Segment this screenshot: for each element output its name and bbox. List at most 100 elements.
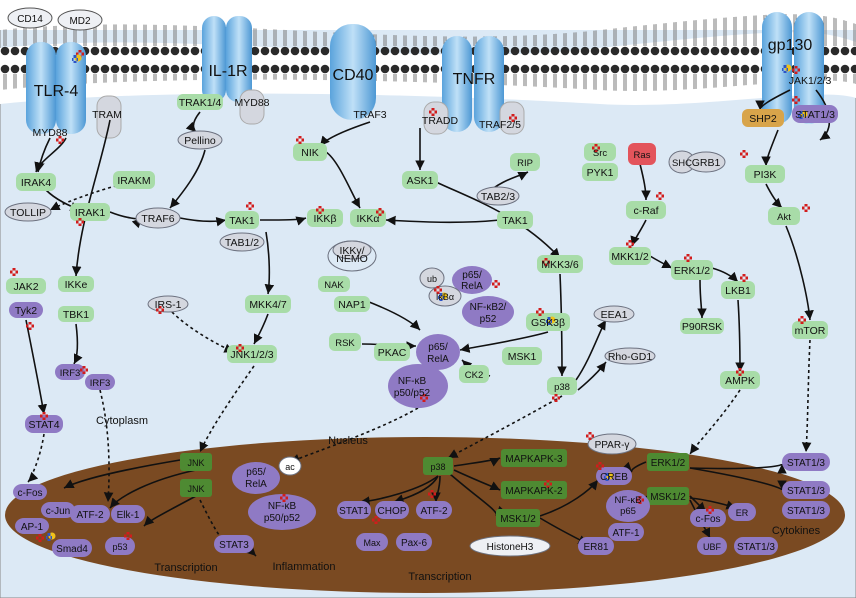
- rsk-node: [329, 333, 361, 351]
- ck2-node: [459, 365, 489, 383]
- myd88a-label: MYD88: [32, 127, 67, 139]
- nuclear-arrow: [621, 461, 647, 473]
- irs1-label: IRS-1: [155, 299, 182, 311]
- myd88b-label: MYD88: [234, 97, 269, 109]
- phosphorylation-marker: [552, 394, 560, 402]
- relan-label: RelA: [245, 479, 267, 490]
- rhogd1-node: [604, 347, 656, 365]
- msk12b-label: MSK1/2: [650, 492, 686, 503]
- irf3a-label: IRF3: [60, 368, 81, 379]
- pathway-arrow: [711, 267, 739, 283]
- ck2-label: CK2: [465, 370, 483, 381]
- stat4-node: [25, 415, 63, 433]
- nfkb2-label: NF-κB2/: [470, 302, 507, 313]
- jnk2-label: JNK: [187, 484, 204, 494]
- phosphorylation-marker: [56, 136, 64, 144]
- phosphorylation-marker: [740, 150, 748, 158]
- creb-label: CREB: [600, 472, 628, 483]
- tab23-label: TAB2/3: [481, 191, 515, 203]
- p38-node: [547, 377, 577, 395]
- gp130-label: gp130: [768, 37, 813, 54]
- pathway-arrow: [459, 331, 549, 353]
- nuclear-arrow: [689, 463, 787, 474]
- pathway-arrow: [34, 137, 67, 173]
- cfos2-node: [690, 509, 726, 527]
- pyk1-node: [582, 163, 618, 181]
- ac-label: ac: [285, 462, 295, 472]
- nap1-node: [334, 296, 370, 312]
- cytoplasm-label: Cytoplasm: [96, 415, 148, 427]
- jak123-label: JAK1/2/3: [789, 75, 832, 87]
- msk1-node: [502, 347, 542, 365]
- tollip-label: TOLLIP: [10, 207, 46, 219]
- mapkapk2-label: MAPKAPK-2: [505, 486, 563, 497]
- tak1r-label: TAK1: [502, 215, 528, 227]
- phosphorylation-marker: [76, 218, 84, 226]
- eea1-label: EEA1: [601, 309, 628, 321]
- atf2b-node: [416, 501, 452, 519]
- phosphorylation-marker: [316, 206, 324, 214]
- smad4-node: [52, 539, 92, 557]
- histone-node: [469, 535, 551, 557]
- irak1-node: [70, 203, 110, 221]
- tab23-node: [476, 186, 520, 206]
- ikkg-label: IKKγ/: [339, 245, 364, 257]
- pathway-arrow: [557, 273, 567, 377]
- src-label: Src: [593, 148, 608, 159]
- atf2b-label: ATF-2: [420, 506, 447, 517]
- elk1-label: Elk-1: [117, 510, 140, 521]
- phosphorylation-marker: [236, 344, 244, 352]
- irs1-node: [147, 295, 189, 313]
- stat13b-label: STAT1/3: [737, 542, 775, 553]
- phosphorylation-marker: [544, 480, 552, 488]
- pathway-arrow: [325, 151, 361, 209]
- ampk-label: AMPK: [725, 375, 755, 387]
- pathway-arrow: [71, 119, 111, 277]
- stat13d-label: STAT1/3: [787, 486, 825, 497]
- blue-marker: [46, 533, 52, 541]
- pathway-arrow: [577, 361, 607, 391]
- nuclear-arrow: [453, 469, 501, 491]
- phosphorylation-marker: [492, 280, 500, 288]
- rip-label: RIP: [517, 158, 533, 169]
- cfos-node: [13, 484, 47, 500]
- phosphorylation-marker: [740, 274, 748, 282]
- pparg-node: [587, 433, 637, 455]
- tbk1-node: [58, 306, 94, 322]
- er-node: [728, 503, 756, 521]
- ub-label: ub: [427, 274, 437, 284]
- p38-label: p38: [554, 382, 570, 393]
- phosphorylation-marker: [596, 462, 604, 470]
- pyk1-label: PYK1: [587, 167, 614, 179]
- phosphorylation-marker: [280, 494, 288, 502]
- cjun-label: c-Jun: [46, 506, 70, 517]
- lkb1-node: [721, 281, 755, 299]
- nuclear-arrow: [109, 469, 197, 509]
- phosphorylation-marker: [626, 240, 634, 248]
- mkk47-label: MKK4/7: [249, 299, 287, 311]
- pparg-label: PPAR-γ: [595, 440, 630, 451]
- atf1-label: ATF-1: [612, 528, 639, 539]
- ikkb-label: IKKβ: [314, 213, 337, 225]
- traf25-label: TRAF2/5: [479, 119, 521, 131]
- jak2-node: [6, 278, 46, 294]
- stat13b-node: [734, 537, 778, 555]
- nuclear-translocation-arrow: [289, 407, 419, 463]
- p65-rela-blob-a: [452, 266, 492, 294]
- nemo-outline: [327, 240, 377, 272]
- p52-label: p52: [480, 314, 497, 325]
- ap1-label: AP-1: [21, 522, 44, 533]
- pathway-arrow: [435, 181, 561, 259]
- p50p52n-label: p50/p52: [264, 513, 301, 524]
- ub-node: [419, 267, 445, 289]
- p53-label: p53: [112, 542, 127, 552]
- phosphorylation-marker: [542, 258, 550, 266]
- erk12n-label: ERK1/2: [651, 458, 686, 469]
- ikke-label: IKKe: [65, 279, 88, 291]
- pathway-arrow: [575, 319, 607, 381]
- cfos-label: c-Fos: [18, 488, 43, 499]
- irak1-label: IRAK1: [75, 207, 106, 219]
- pellino-label: Pellino: [184, 135, 216, 147]
- il1r-label: IL-1R: [208, 63, 247, 80]
- pathway-arrow: [264, 231, 275, 295]
